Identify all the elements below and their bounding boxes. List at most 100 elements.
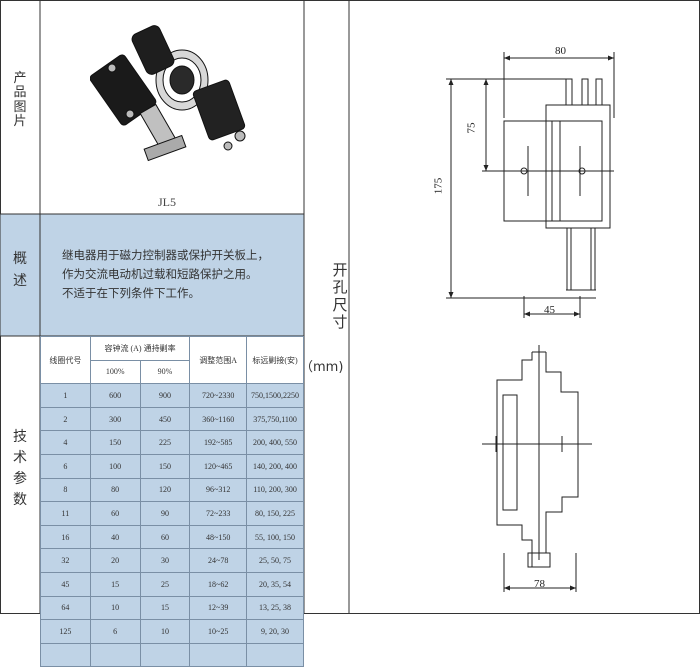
label-char: 技: [13, 429, 27, 445]
dim-label-bottom-width-top: 45: [544, 304, 555, 316]
overview-line: 作为交流电动机过载和短路保护之用。: [62, 267, 258, 281]
label-char: 开: [332, 261, 348, 279]
table-cell-setting: 110, 200, 300: [246, 477, 304, 503]
table-cell-code: 6: [40, 453, 91, 479]
table-cell-range: 48~150: [189, 524, 248, 550]
table-cell-setting: 140, 200, 400: [246, 453, 304, 479]
table-cell-d90: 120: [139, 477, 191, 503]
dim-label-top-width: 80: [555, 45, 566, 57]
table-cell-range: 12~39: [189, 595, 248, 621]
table-cell-setting: 9, 20, 30: [246, 619, 304, 644]
table-cell-range: 18~62: [189, 571, 248, 597]
table-cell-setting: 750,1500,2250: [246, 383, 304, 408]
label-char: 寸: [332, 312, 348, 331]
dimension-section-label: 开 孔 尺 寸: [330, 261, 350, 331]
label-char: 孔: [332, 278, 348, 297]
header-duty-group: 容钟流 (A) 通持剿率: [89, 336, 191, 361]
table-cell-setting: 20, 35, 54: [246, 571, 304, 597]
table-cell-range: 24~78: [189, 548, 248, 573]
table-cell-d100: 100: [89, 453, 141, 479]
table-cell-code: 125: [40, 619, 91, 644]
dimension-unit: （mm): [300, 360, 344, 375]
label-char: 数: [13, 492, 27, 508]
table-cell-range: 192~585: [189, 430, 248, 455]
table-cell-d90: 90: [139, 501, 191, 526]
table-cell-code: 16: [40, 524, 91, 550]
label-char: 参: [13, 471, 27, 487]
table-cell-setting: 13, 25, 38: [246, 595, 304, 621]
table-cell-d100: 80: [89, 477, 141, 503]
overview-row-label: 概 述: [2, 248, 38, 293]
dim-label-inner-height: 75: [465, 122, 478, 134]
label-char: 图: [13, 99, 27, 115]
table-cell-range: 120~465: [189, 453, 248, 479]
label-char: 产: [13, 71, 27, 86]
top-view-drawing: [446, 52, 615, 318]
overview-line: 不适于在下列条件下工作。: [62, 286, 200, 300]
table-cell-setting: 200, 400, 550: [246, 430, 304, 455]
table-cell-code: [40, 642, 91, 667]
table-cell-d100: 15: [89, 571, 141, 597]
header-nominal-setting: 标远剿接(安): [246, 335, 304, 385]
table-cell-setting: 25, 50, 75: [246, 548, 304, 573]
label-char: 尺: [332, 295, 348, 314]
header-duty-100: 100%: [89, 359, 141, 385]
table-cell-setting: [246, 642, 304, 667]
table-cell-d90: 10: [139, 619, 191, 644]
table-cell-code: 8: [40, 477, 91, 503]
table-cell-d100: 600: [89, 383, 141, 408]
table-cell-d90: [139, 642, 191, 667]
label-char: 术: [13, 450, 27, 466]
table-cell-d100: [89, 642, 141, 667]
table-cell-d90: 150: [139, 453, 191, 479]
spec-table: 线圈代号 容钟流 (A) 通持剿率 调整范围A 标远剿接(安) 100% 90%…: [40, 335, 304, 667]
header-duty-90: 90%: [139, 359, 191, 385]
table-cell-d90: 30: [139, 548, 191, 573]
table-cell-setting: 375,750,1100: [246, 406, 304, 432]
table-cell-range: 72~233: [189, 501, 248, 526]
label-char: 品: [13, 85, 27, 101]
table-cell-d100: 10: [89, 595, 141, 621]
table-cell-setting: 80, 150, 225: [246, 501, 304, 526]
table-cell-code: 32: [40, 548, 91, 573]
table-cell-setting: 55, 100, 150: [246, 524, 304, 550]
label-char: 片: [13, 113, 27, 129]
table-cell-range: 720~2330: [189, 383, 248, 408]
table-cell-d100: 150: [89, 430, 141, 455]
table-cell-d100: 20: [89, 548, 141, 573]
dimension-drawings: [446, 52, 615, 592]
label-char: 概: [13, 251, 27, 267]
dim-label-total-height: 175: [432, 177, 445, 195]
table-cell-range: [189, 642, 248, 667]
table-cell-code: 45: [40, 571, 91, 597]
dim-label-bottom-width: 78: [534, 578, 545, 590]
table-cell-d100: 40: [89, 524, 141, 550]
table-cell-code: 64: [40, 595, 91, 621]
overview-line: 继电器用于磁力控制器或保护开关板上，: [62, 248, 269, 262]
table-cell-range: 96~312: [189, 477, 248, 503]
photo-row-label: 产 品 图 片: [2, 71, 38, 129]
bottom-view-drawing: [482, 345, 592, 592]
table-cell-d100: 300: [89, 406, 141, 432]
table-row: [40, 642, 304, 667]
table-cell-d100: 60: [89, 501, 141, 526]
header-coil-code: 线圈代号: [40, 335, 91, 385]
table-cell-d90: 225: [139, 430, 191, 455]
tech-row-label: 技 术 参 数: [2, 427, 38, 511]
table-cell-code: 2: [40, 406, 91, 432]
product-model-caption: JL5: [158, 195, 176, 209]
table-cell-d90: 25: [139, 571, 191, 597]
label-char: 述: [13, 273, 27, 290]
table-cell-d100: 6: [89, 619, 141, 644]
